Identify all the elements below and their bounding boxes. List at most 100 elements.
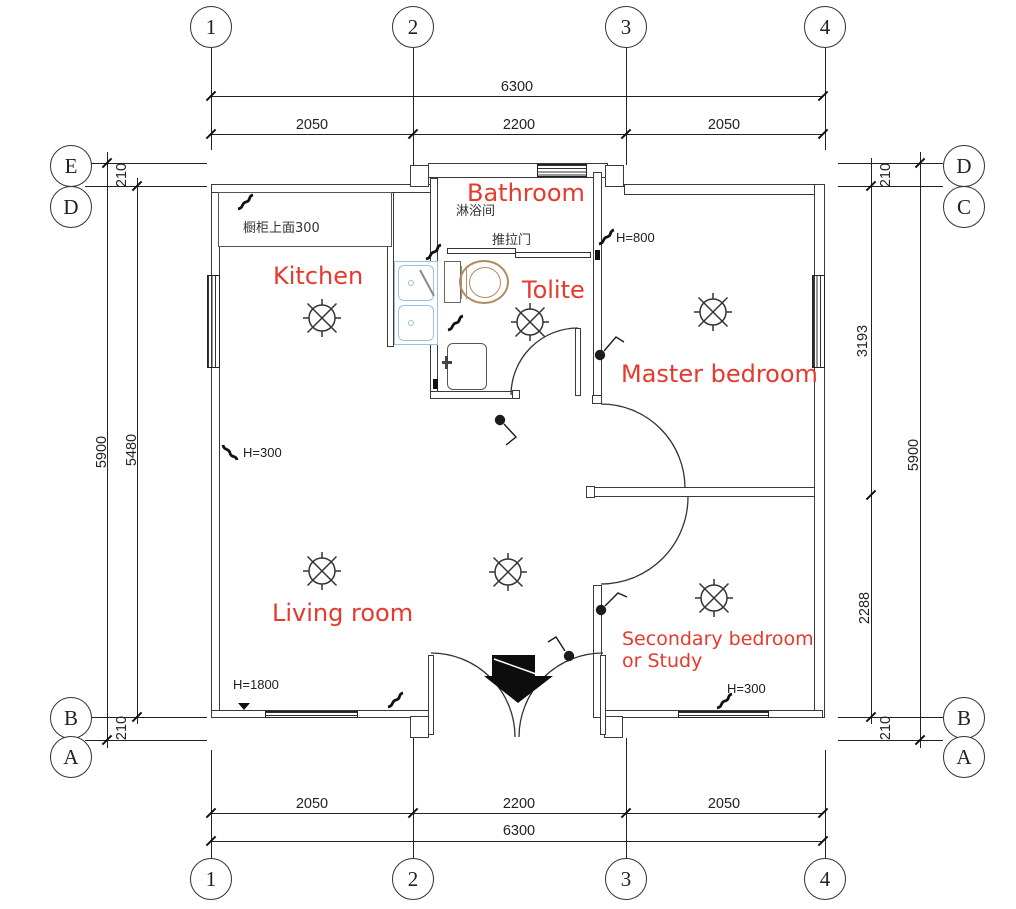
- ceiling-light-icon: [488, 552, 528, 592]
- grid-bubble-A-right: A: [943, 736, 985, 778]
- entrance-door-arc: [518, 652, 604, 738]
- sink-basin: [398, 305, 434, 341]
- dim-bottom-seg2: 2200: [502, 796, 536, 812]
- partition-end-post: [586, 486, 595, 498]
- secondary-door-arc: [600, 496, 689, 585]
- toilet-door-arc: [510, 327, 579, 396]
- label-h800: H=800: [616, 230, 655, 245]
- switch-icon: [386, 691, 405, 709]
- toilet-bowl-inner: [469, 267, 501, 298]
- ceiling-light-icon: [693, 292, 733, 332]
- dim-top-seg1: 2050: [295, 117, 329, 133]
- leader-A-right: [838, 740, 943, 741]
- door-post: [592, 395, 602, 404]
- dim-line-right-outer: [920, 152, 921, 748]
- column-bottom-left: [410, 716, 429, 738]
- dim-left-210-top: 210: [114, 162, 130, 188]
- column-bottom-right: [604, 716, 623, 738]
- grid-bubble-D-left: D: [50, 186, 92, 228]
- grid-line-4-top: [825, 48, 826, 150]
- sink-basin: [398, 265, 434, 301]
- grid-line-3-top: [626, 48, 627, 165]
- label-toilet: Tolite: [522, 276, 585, 304]
- dim-bottom-total: 6300: [502, 823, 536, 839]
- grid-bubble-A-left: A: [50, 736, 92, 778]
- wall-top-right: [624, 184, 823, 195]
- label-living-room: Living room: [272, 599, 414, 627]
- dim-top-seg2: 2200: [502, 117, 536, 133]
- grid-bubble-2-top: 2: [392, 6, 434, 48]
- marker-triangle-icon: [238, 703, 250, 710]
- dim-bottom-seg1: 2050: [295, 796, 329, 812]
- wall-left-exterior: [211, 184, 220, 718]
- sliding-door-panel: [447, 248, 516, 254]
- label-cabinet-note: 橱柜上面300: [243, 221, 320, 236]
- label-secondary-bedroom: Secondary bedroom: [622, 628, 814, 650]
- label-bathroom: Bathroom: [467, 179, 585, 207]
- window-bathroom-top: [537, 164, 587, 177]
- dim-top-seg3: 2050: [707, 117, 741, 133]
- grid-bubble-3-top: 3: [605, 6, 647, 48]
- ceiling-light-icon: [302, 298, 342, 338]
- column-top-right: [605, 165, 624, 187]
- sliding-door-panel: [515, 252, 591, 258]
- window-living-bottom: [265, 711, 358, 718]
- label-shower-room: 淋浴间: [456, 204, 496, 219]
- entrance-door-leaf: [428, 655, 434, 735]
- dim-line-left-inner: [137, 178, 138, 724]
- dim-line-bottom-segments: [211, 813, 823, 814]
- leader-E: [88, 163, 207, 164]
- sink-drain: [408, 320, 414, 326]
- dim-bottom-seg3: 2050: [707, 796, 741, 812]
- dim-line-left-outer: [107, 152, 108, 748]
- grid-bubble-B-right: B: [943, 697, 985, 739]
- dim-top-total: 6300: [500, 79, 534, 95]
- dim-right-210-bottom: 210: [878, 715, 894, 741]
- master-door-arc: [600, 403, 686, 489]
- wall-bedroom-partition: [593, 487, 815, 497]
- grid-bubble-2-bottom: 2: [392, 858, 434, 900]
- leader-D-right: [838, 163, 943, 164]
- dim-right-2288: 2288: [857, 591, 873, 625]
- grid-line-1-bottom: [211, 750, 212, 858]
- label-sliding-door: 推拉门: [492, 233, 532, 248]
- dim-line-top-total: [211, 96, 823, 97]
- window-left-wall: [207, 275, 220, 368]
- grid-line-3-bottom: [626, 738, 627, 858]
- toilet-door-leaf: [575, 328, 581, 396]
- wall-lamp-icon: [494, 336, 628, 662]
- dim-right-5900: 5900: [906, 438, 922, 472]
- ceiling-light-icon: [510, 302, 550, 342]
- leader-A-left: [85, 740, 207, 741]
- grid-bubble-3-bottom: 3: [605, 858, 647, 900]
- label-h1800: H=1800: [233, 677, 279, 692]
- leader-B-right: [838, 717, 943, 718]
- wall-corridor-upper: [593, 172, 602, 403]
- grid-bubble-E: E: [50, 145, 92, 187]
- dim-right-3193: 3193: [855, 324, 871, 358]
- ceiling-light-icon: [302, 551, 342, 591]
- dim-line-top-segments: [211, 134, 823, 135]
- dim-left-210-bottom: 210: [114, 715, 130, 741]
- dim-left-5480: 5480: [124, 433, 140, 467]
- grid-bubble-4-bottom: 4: [804, 858, 846, 900]
- grid-line-2-top: [413, 48, 414, 165]
- window-master-right-wall: [812, 275, 825, 368]
- switch-icon: [715, 692, 734, 710]
- entrance-door-arc: [430, 652, 516, 738]
- grid-bubble-D-right: D: [943, 145, 985, 187]
- wall-toilet-bottom: [430, 391, 520, 399]
- wall-right-exterior: [814, 184, 825, 718]
- dim-right-210-top: 210: [878, 162, 894, 188]
- grid-bubble-1-bottom: 1: [190, 858, 232, 900]
- dim-left-5900: 5900: [94, 435, 110, 469]
- grid-line-4-bottom: [825, 750, 826, 858]
- label-secondary-bedroom: or Study: [622, 650, 703, 672]
- label-kitchen: Kitchen: [273, 262, 364, 290]
- label-h300-left: H=300: [243, 445, 282, 460]
- sink-drain: [408, 280, 414, 286]
- washbasin-faucet: [445, 356, 448, 369]
- label-master-bedroom: Master bedroom: [621, 360, 818, 388]
